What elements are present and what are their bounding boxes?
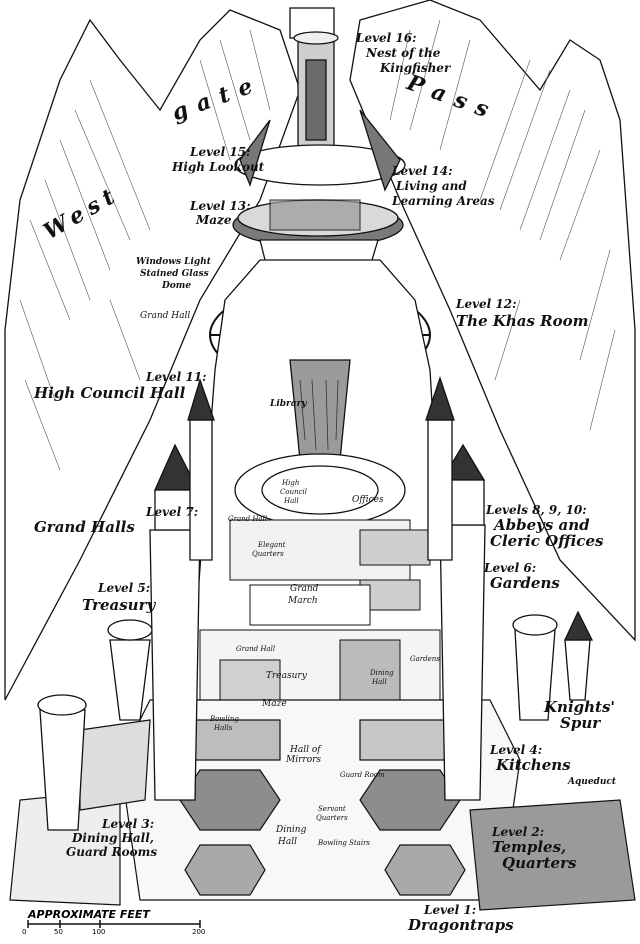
- level-14-label: Level 14:: [392, 164, 453, 178]
- grand-hall-top-label: Grand Hall: [140, 311, 191, 321]
- lower-levels: [9, 699, 636, 911]
- grand-march-b: March: [288, 596, 318, 606]
- servant-quarters-b: Quarters: [316, 814, 348, 822]
- library-label: Library: [270, 399, 307, 409]
- level-7-label: Level 7:: [146, 505, 199, 519]
- dining-hall-lower-b: Hall: [278, 837, 297, 847]
- side-towers: [37, 375, 594, 831]
- levels-8-9-10-label: Levels 8, 9, 10:: [486, 503, 587, 517]
- scale-tick-200: 200: [192, 928, 206, 936]
- level-3-name-a: Dining Hall,: [72, 831, 154, 845]
- interior-floors: [199, 519, 441, 721]
- level-2-name-b: Quarters: [502, 854, 577, 872]
- level-6-name: Gardens: [490, 574, 560, 592]
- bowling-stairs-label: Bowling Stairs: [318, 839, 371, 847]
- gardens-room-label: Gardens: [410, 655, 440, 663]
- level-16-number: Level 16:: [356, 31, 417, 45]
- mountain-hatching: [19, 19, 616, 471]
- level-13-name: Maze: [196, 213, 232, 227]
- maze-room-label: Maze: [262, 699, 287, 709]
- scale-tick-100: 100: [92, 928, 106, 936]
- levels-8-9-10-name-a: Abbeys and: [494, 516, 590, 534]
- grand-hall-lower-label: Grand Hall: [236, 645, 276, 653]
- level-5-label: Level 5:: [98, 581, 151, 595]
- level-16-name-a: Nest of the: [366, 46, 441, 60]
- hall-of-mirrors-b: Mirrors: [286, 755, 322, 765]
- windows-label-a: Windows Light: [136, 257, 211, 267]
- level-4-name: Kitchens: [496, 756, 571, 774]
- mountains: [4, 0, 636, 701]
- level-14-name-b: Learning Areas: [392, 194, 495, 208]
- grand-march-a: Grand: [290, 584, 319, 594]
- level-15-label: Level 15:: [190, 145, 251, 159]
- high-council-hall-a: High: [282, 479, 300, 487]
- elegant-quarters-a: Elegant: [258, 541, 286, 549]
- servant-quarters-a: Servant: [318, 805, 346, 813]
- level-3-label: Level 3:: [102, 817, 155, 831]
- treasury-room-label: Treasury: [266, 671, 307, 681]
- level-16-name-b: Kingfisher: [380, 61, 451, 75]
- level-11-label: Level 11:: [146, 370, 207, 384]
- aqueduct-label: Aqueduct: [568, 777, 617, 787]
- scale-title: APPROXIMATE FEET: [28, 908, 150, 921]
- guard-room-label: Guard Room: [340, 771, 385, 779]
- level-1-name: Dragontraps: [408, 916, 514, 934]
- scale-tick-0: 0: [22, 928, 27, 936]
- scale-tick-50: 50: [54, 928, 63, 936]
- level-13-label: Level 13:: [190, 199, 251, 213]
- bowling-halls-b: Halls: [214, 724, 233, 732]
- knights-spur-a: Knights': [544, 698, 616, 716]
- level-14-name-a: Living and: [396, 179, 467, 193]
- bowling-halls-a: Bowling: [210, 715, 239, 723]
- level-7-name: Grand Halls: [34, 518, 135, 536]
- level-11-name: High Council Hall: [34, 384, 186, 402]
- level-12-name: The Khas Room: [456, 312, 589, 330]
- level-2-name-a: Temples,: [492, 838, 567, 856]
- scale-bar: [27, 920, 201, 928]
- level-2-label: Level 2:: [492, 825, 545, 839]
- high-council-hall-b: Council: [280, 488, 307, 496]
- dining-hall-upper-b: Hall: [372, 678, 387, 686]
- level-12-label: Level 12:: [456, 297, 517, 311]
- level-4-label: Level 4:: [490, 743, 543, 757]
- elegant-quarters-b: Quarters: [252, 550, 284, 558]
- offices-label: Offices: [352, 495, 384, 505]
- level-6-label: Level 6:: [484, 561, 537, 575]
- level-3-name-b: Guard Rooms: [66, 845, 158, 859]
- level-5-name: Treasury: [82, 596, 156, 614]
- dining-hall-lower-a: Dining: [276, 825, 307, 835]
- levels-8-9-10-name-b: Cleric Offices: [490, 532, 604, 550]
- grand-hall-mid-label: Grand Hall: [228, 515, 268, 523]
- spire: [289, 7, 339, 159]
- windows-label-c: Dome: [162, 281, 192, 291]
- high-council-hall-c: Hall: [284, 497, 299, 505]
- hall-of-mirrors-a: Hall of: [290, 745, 321, 755]
- level-16-label: Level 16:: [356, 32, 417, 45]
- level-1-label: Level 1:: [424, 903, 477, 917]
- knights-spur-b: Spur: [560, 714, 601, 732]
- level-15-name: High Lookout: [172, 160, 265, 174]
- windows-label-b: Stained Glass: [140, 269, 209, 279]
- dining-hall-upper-a: Dining: [370, 669, 394, 677]
